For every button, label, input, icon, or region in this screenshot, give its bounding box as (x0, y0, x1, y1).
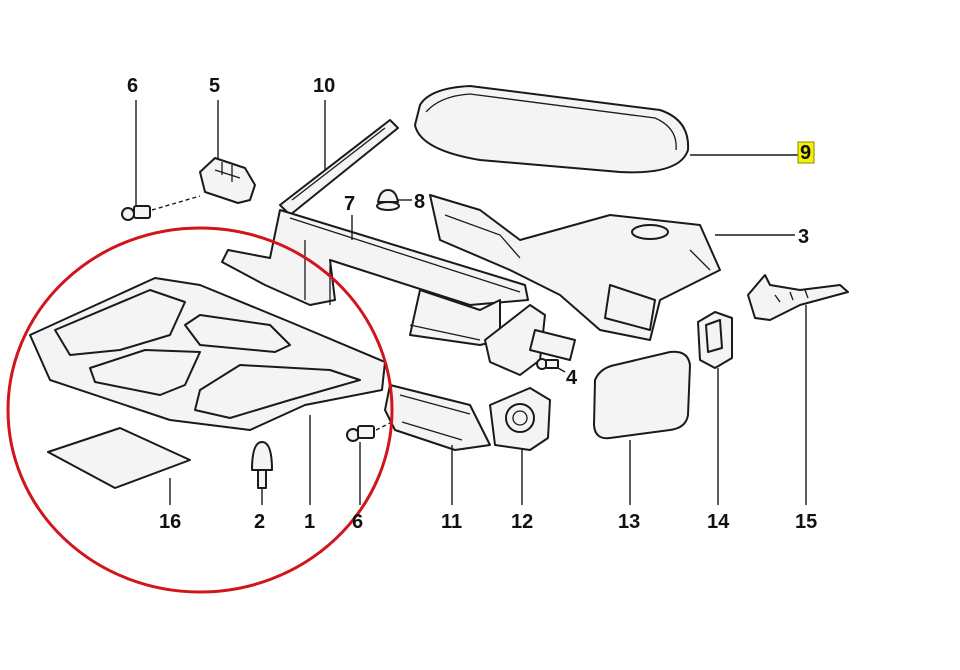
part-16-insulation-pad (47, 427, 191, 489)
callout-11: 11 (441, 511, 462, 533)
part-2-rivet (251, 441, 273, 489)
part-7-rear-panel (221, 209, 576, 376)
part-14-switch (697, 311, 733, 369)
dash-6b-to-11 (375, 421, 393, 431)
part-8-clip (376, 189, 400, 211)
callout-9-highlight (797, 141, 815, 164)
part-11-bracket (384, 384, 491, 451)
callout-3: 3 (798, 226, 809, 248)
callout-6-bottom: 6 (352, 511, 363, 533)
callout-13: 13 (618, 511, 640, 533)
callout-14: 14 (707, 511, 730, 533)
part-3-shelf (429, 194, 721, 341)
callout-9: 9 (800, 142, 811, 164)
annotation-circle (6, 226, 394, 594)
part-6-screw-top (121, 205, 151, 221)
leader-4 (557, 367, 566, 373)
callout-6-top: 6 (127, 75, 138, 97)
callout-10: 10 (313, 75, 335, 97)
part-15-trim-piece (747, 274, 849, 321)
callout-4: 4 (566, 367, 578, 389)
part-1-lid-liner (29, 277, 386, 431)
part-5-latch (199, 157, 256, 204)
part-9-floor-panel (414, 85, 690, 174)
part-6-screw-bottom (346, 425, 375, 442)
callout-1: 1 (304, 511, 315, 533)
callout-16: 16 (159, 511, 181, 533)
part-13-cover-panel (593, 350, 691, 440)
callout-7: 7 (344, 193, 355, 215)
callout-12: 12 (511, 511, 533, 533)
part-12-lock-housing (489, 387, 551, 451)
part-4-bolt (536, 358, 559, 370)
callout-2: 2 (254, 511, 265, 533)
callout-15: 15 (795, 511, 817, 533)
dash-6a-to-5 (151, 195, 201, 211)
callout-5: 5 (209, 75, 220, 97)
callout-8: 8 (414, 191, 425, 213)
